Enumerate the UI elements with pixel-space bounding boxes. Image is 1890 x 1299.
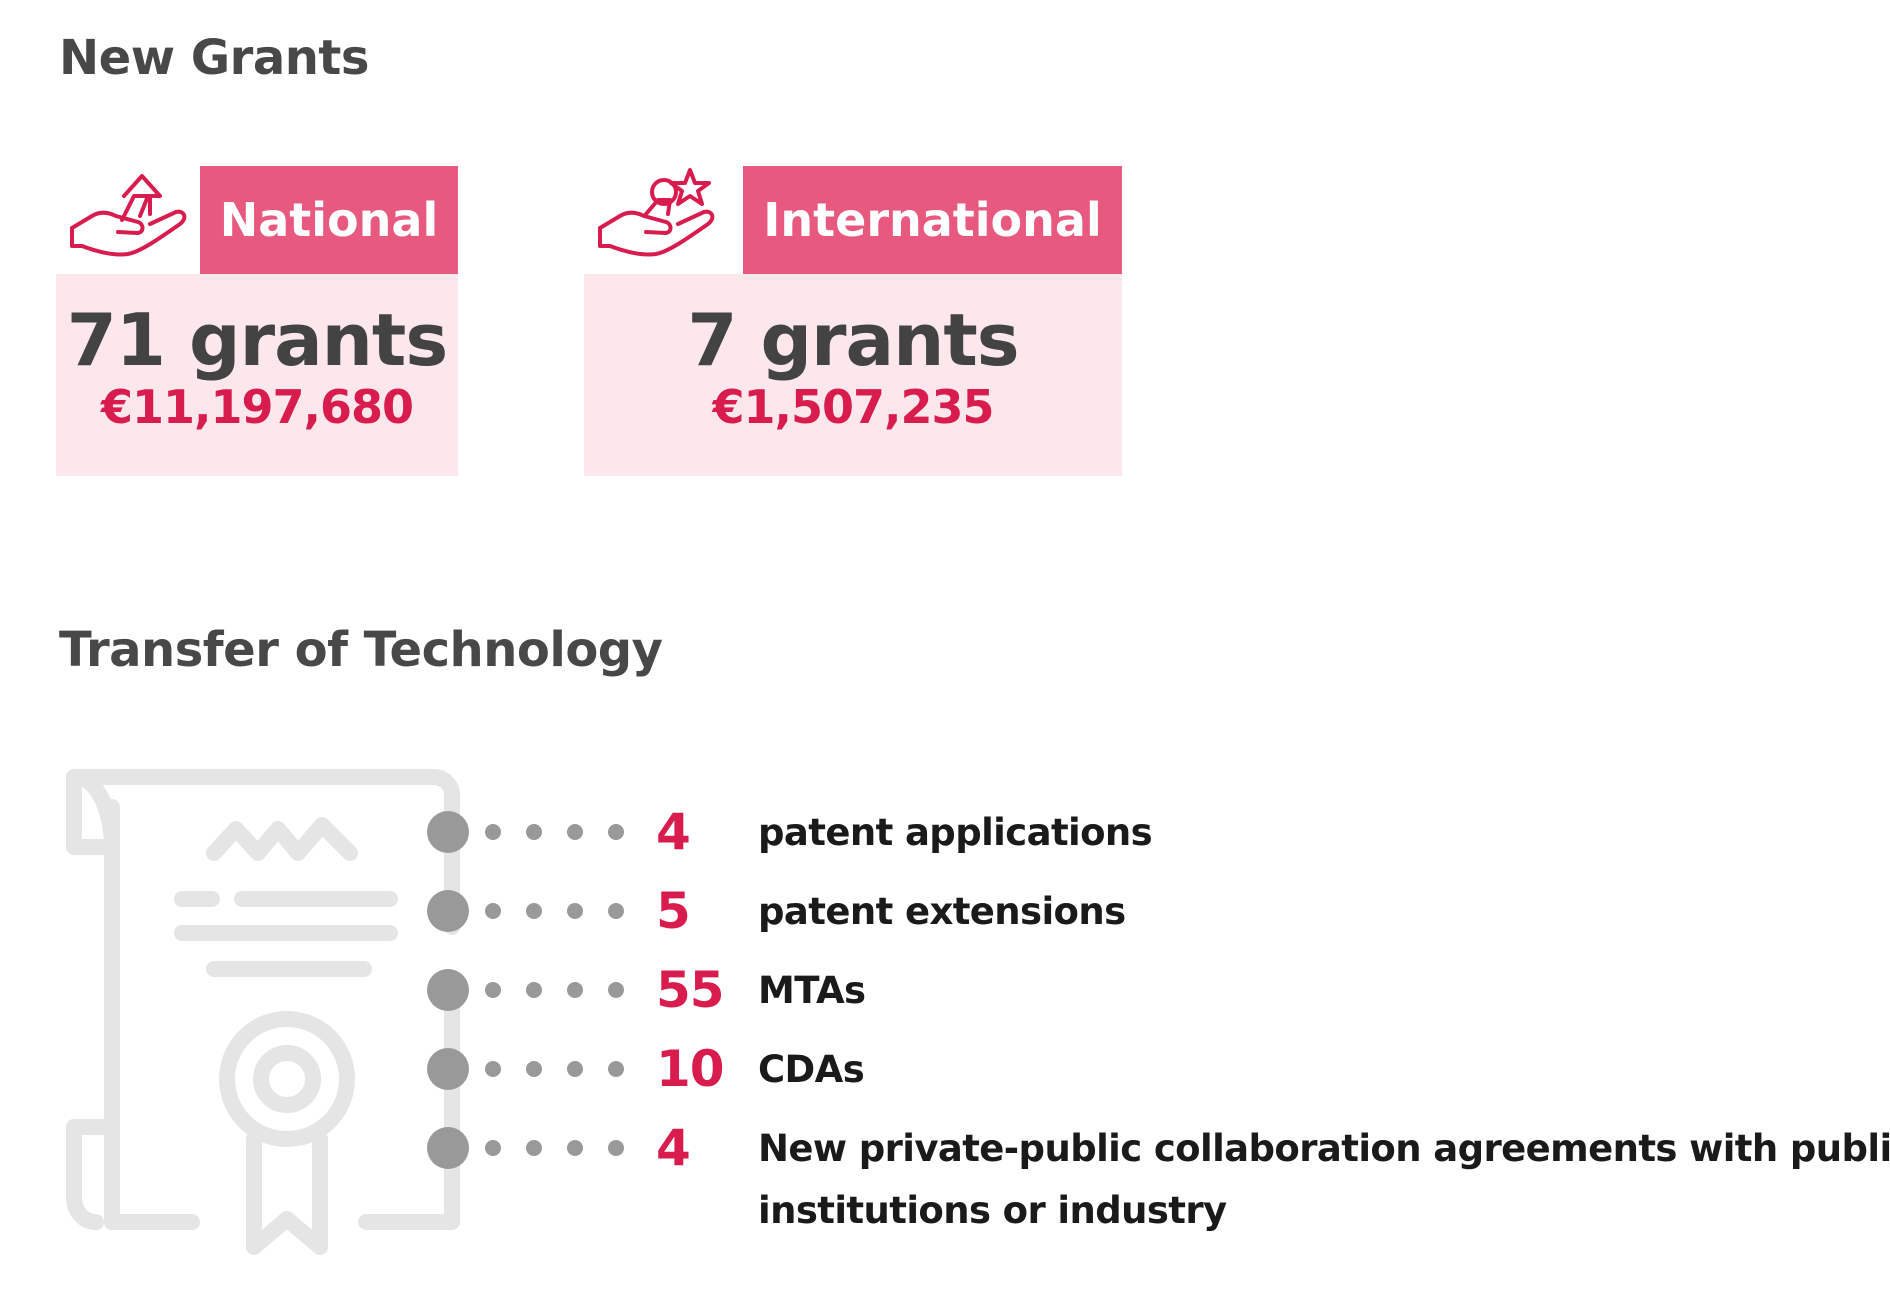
new-grants-title: New Grants — [59, 30, 369, 86]
patent-extensions-label: patent extensions — [758, 890, 1126, 933]
collaboration-agreements-label-line1: New private-public collaboration agreeme… — [758, 1127, 1890, 1170]
collaboration-agreements-label-line2: institutions or industry — [758, 1189, 1227, 1232]
cdas-label: CDAs — [758, 1048, 865, 1091]
mtas-count: 55 — [656, 961, 725, 1019]
international-grant-amount: €1,507,235 — [712, 380, 994, 434]
international-grants-card: International 7 grants €1,507,235 — [584, 166, 1122, 476]
connector-dots-icon — [427, 811, 624, 853]
hand-giving-globe-star-icon — [596, 166, 726, 267]
national-grants-card: National 71 grants €11,197,680 — [56, 166, 458, 476]
national-grants-panel: 71 grants €11,197,680 — [56, 274, 458, 476]
connector-dots-icon — [427, 1048, 624, 1090]
connector-dots-icon — [427, 1127, 624, 1169]
international-grant-count: 7 grants — [687, 298, 1019, 382]
transfer-of-technology-title: Transfer of Technology — [59, 622, 663, 678]
patent-extensions-count: 5 — [656, 882, 691, 940]
national-grant-count: 71 grants — [66, 298, 448, 382]
patent-applications-count: 4 — [656, 803, 691, 861]
patent-applications-label: patent applications — [758, 811, 1153, 854]
connector-dots-icon — [427, 969, 624, 1011]
national-grant-amount: €11,197,680 — [100, 380, 414, 434]
hand-giving-house-icon — [68, 166, 192, 267]
national-label: National — [200, 166, 458, 274]
cdas-count: 10 — [656, 1040, 725, 1098]
mtas-label: MTAs — [758, 969, 866, 1012]
international-label: International — [743, 166, 1122, 274]
connector-dots-icon — [427, 890, 624, 932]
collaboration-agreements-count: 4 — [656, 1119, 691, 1177]
international-grants-panel: 7 grants €1,507,235 — [584, 274, 1122, 476]
collaboration-agreements-label: New private-public collaboration agreeme… — [758, 1118, 1890, 1242]
certificate-scroll-icon — [54, 757, 464, 1272]
